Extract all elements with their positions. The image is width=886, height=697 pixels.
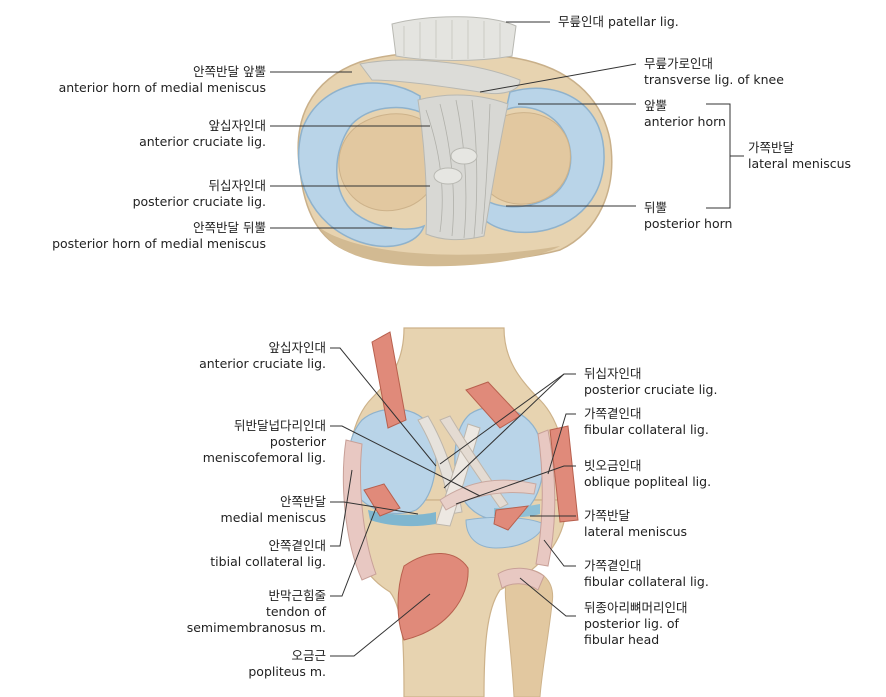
label-tibial-collateral-ko: 안쪽곁인대 bbox=[268, 538, 326, 553]
label-anterior-horn-en: anterior horn bbox=[644, 114, 726, 129]
label-medial-meniscus: 안쪽반달 medial meniscus bbox=[221, 494, 326, 526]
tibial-plateau-view bbox=[297, 16, 613, 267]
label-lateral-meniscus-bottom-en: lateral meniscus bbox=[584, 524, 688, 539]
label-anterior-horn-medial-meniscus-en: anterior horn of medial meniscus bbox=[58, 80, 266, 95]
label-acl-bottom: 앞십자인대 anterior cruciate lig. bbox=[199, 340, 326, 372]
label-posterior-meniscofemoral: 뒤반달넙다리인대 posterior meniscofemoral lig. bbox=[203, 418, 326, 466]
label-pcl-bottom-ko: 뒤십자인대 bbox=[584, 366, 642, 381]
label-pcl-top-ko: 뒤십자인대 bbox=[208, 178, 266, 193]
bottom-leader-lines bbox=[330, 347, 576, 657]
label-fibular-collateral-1-en: fibular collateral lig. bbox=[584, 422, 709, 437]
label-anterior-horn-medial-meniscus-ko: 안쪽반달 앞뿔 bbox=[193, 64, 266, 79]
patellar-ligament bbox=[391, 16, 517, 61]
label-pcl-top-en: posterior cruciate lig. bbox=[132, 194, 266, 209]
label-fibular-collateral-1-ko: 가쪽곁인대 bbox=[584, 406, 642, 421]
label-lateral-meniscus-bottom: 가쪽반달 lateral meniscus bbox=[584, 508, 687, 540]
fibula bbox=[504, 568, 554, 697]
label-posterior-meniscofemoral-en2: meniscofemoral lig. bbox=[202, 450, 326, 465]
label-acl-top-en: anterior cruciate lig. bbox=[139, 134, 266, 149]
tibia-plateau-shadow bbox=[320, 228, 560, 267]
label-acl-top: 앞십자인대 anterior cruciate lig. bbox=[139, 118, 266, 150]
transverse-ligament bbox=[359, 59, 521, 94]
label-posterior-horn-medial-meniscus: 안쪽반달 뒤뿔 posterior horn of medial meniscu… bbox=[52, 220, 266, 252]
label-medial-meniscus-ko: 안쪽반달 bbox=[279, 494, 326, 509]
label-posterior-fibular-head: 뒤종아리뼈머리인대 posterior lig. of fibular head bbox=[584, 600, 688, 648]
label-tibial-collateral-en: tibial collateral lig. bbox=[210, 554, 326, 569]
label-anterior-horn-ko: 앞뿔 bbox=[644, 98, 668, 113]
label-oblique-popliteal-en: oblique popliteal lig. bbox=[584, 474, 712, 489]
medial-meniscus bbox=[297, 82, 426, 248]
label-fibular-collateral-1: 가쪽곁인대 fibular collateral lig. bbox=[584, 406, 709, 438]
label-posterior-meniscofemoral-en1: posterior bbox=[269, 434, 326, 449]
label-posterior-horn-medial-meniscus-ko: 안쪽반달 뒤뿔 bbox=[193, 220, 266, 235]
label-anterior-horn: 앞뿔 anterior horn bbox=[644, 98, 726, 130]
label-semimembranosus: 반막근힘줄 tendon of semimembranosus m. bbox=[187, 588, 326, 636]
label-lateral-meniscus-top-ko: 가쪽반달 bbox=[748, 140, 795, 155]
label-fibular-collateral-2: 가쪽곁인대 fibular collateral lig. bbox=[584, 558, 709, 590]
popliteus-muscle-shape bbox=[397, 553, 469, 641]
label-popliteus-en: popliteus m. bbox=[248, 664, 326, 679]
label-posterior-fibular-head-ko: 뒤종아리뼈머리인대 bbox=[584, 600, 688, 615]
label-patellar-ligament: 무릎인대 patellar lig. bbox=[558, 14, 679, 30]
label-posterior-meniscofemoral-ko: 뒤반달넙다리인대 bbox=[233, 418, 326, 433]
label-tibial-collateral: 안쪽곁인대 tibial collateral lig. bbox=[210, 538, 326, 570]
label-popliteus-ko: 오금근 bbox=[291, 648, 326, 663]
label-posterior-horn-en: posterior horn bbox=[644, 216, 733, 231]
label-fibular-collateral-2-en: fibular collateral lig. bbox=[584, 574, 709, 589]
label-lateral-meniscus-bottom-ko: 가쪽반달 bbox=[584, 508, 631, 523]
label-acl-top-ko: 앞십자인대 bbox=[208, 118, 266, 133]
pcl-stump bbox=[433, 167, 463, 185]
label-pcl-bottom-en: posterior cruciate lig. bbox=[584, 382, 718, 397]
label-transverse-ligament-ko: 무릎가로인대 bbox=[644, 56, 714, 71]
label-posterior-horn: 뒤뿔 posterior horn bbox=[644, 200, 732, 232]
gastrocnemius-medial-stump bbox=[371, 331, 407, 429]
label-patellar-ligament-text: 무릎인대 patellar lig. bbox=[558, 14, 679, 29]
label-posterior-fibular-head-en2: fibular head bbox=[584, 632, 660, 647]
label-transverse-ligament-en: transverse lig. of knee bbox=[644, 72, 784, 87]
label-semimembranosus-en1: tendon of bbox=[265, 604, 326, 619]
label-pcl-top: 뒤십자인대 posterior cruciate lig. bbox=[133, 178, 266, 210]
label-acl-bottom-en: anterior cruciate lig. bbox=[199, 356, 326, 371]
top-leader-lines bbox=[270, 21, 744, 229]
label-posterior-horn-ko: 뒤뿔 bbox=[644, 200, 668, 215]
cruciate-ligament-mass bbox=[417, 94, 509, 241]
label-posterior-fibular-head-en1: posterior lig. of bbox=[584, 616, 679, 631]
label-transverse-ligament: 무릎가로인대 transverse lig. of knee bbox=[644, 56, 784, 88]
label-oblique-popliteal-ko: 빗오금인대 bbox=[584, 458, 642, 473]
label-fibular-collateral-2-ko: 가쪽곁인대 bbox=[584, 558, 642, 573]
label-semimembranosus-en2: semimembranosus m. bbox=[186, 620, 326, 635]
posterior-knee-view bbox=[342, 327, 579, 697]
label-semimembranosus-ko: 반막근힘줄 bbox=[268, 588, 326, 603]
label-posterior-horn-medial-meniscus-en: posterior horn of medial meniscus bbox=[52, 236, 266, 251]
label-lateral-meniscus-top: 가쪽반달 lateral meniscus bbox=[748, 140, 851, 172]
label-lateral-meniscus-top-en: lateral meniscus bbox=[748, 156, 852, 171]
label-acl-bottom-ko: 앞십자인대 bbox=[268, 340, 326, 355]
label-oblique-popliteal: 빗오금인대 oblique popliteal lig. bbox=[584, 458, 711, 490]
fibular-collateral-band bbox=[535, 429, 556, 567]
acl-stump bbox=[450, 147, 478, 165]
label-popliteus: 오금근 popliteus m. bbox=[248, 648, 326, 680]
label-anterior-horn-medial-meniscus: 안쪽반달 앞뿔 anterior horn of medial meniscus bbox=[59, 64, 266, 96]
popliteus-tendon bbox=[493, 505, 530, 531]
label-medial-meniscus-en: medial meniscus bbox=[220, 510, 326, 525]
label-pcl-bottom: 뒤십자인대 posterior cruciate lig. bbox=[584, 366, 717, 398]
